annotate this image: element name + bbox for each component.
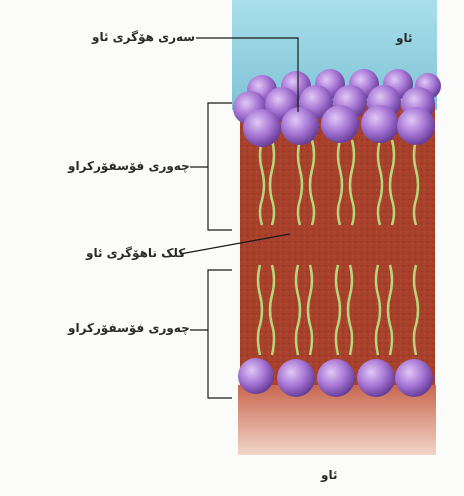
water-label-top: ئاو [396,31,412,45]
hydrophobic-tail-label: کلک ناهۆگری ئاو [86,246,185,260]
hydrophilic-head-label: سەری هۆگری ئاو [92,30,195,44]
phospholipid-layer-lower-label: چەوری فۆسفۆرکراو [68,321,190,335]
phospholipid-layer-upper-label: چەوری فۆسفۆرکراو [68,159,190,173]
hydrophilic-heads-upper [233,69,441,147]
water-label-bottom: ئاو [321,468,337,482]
